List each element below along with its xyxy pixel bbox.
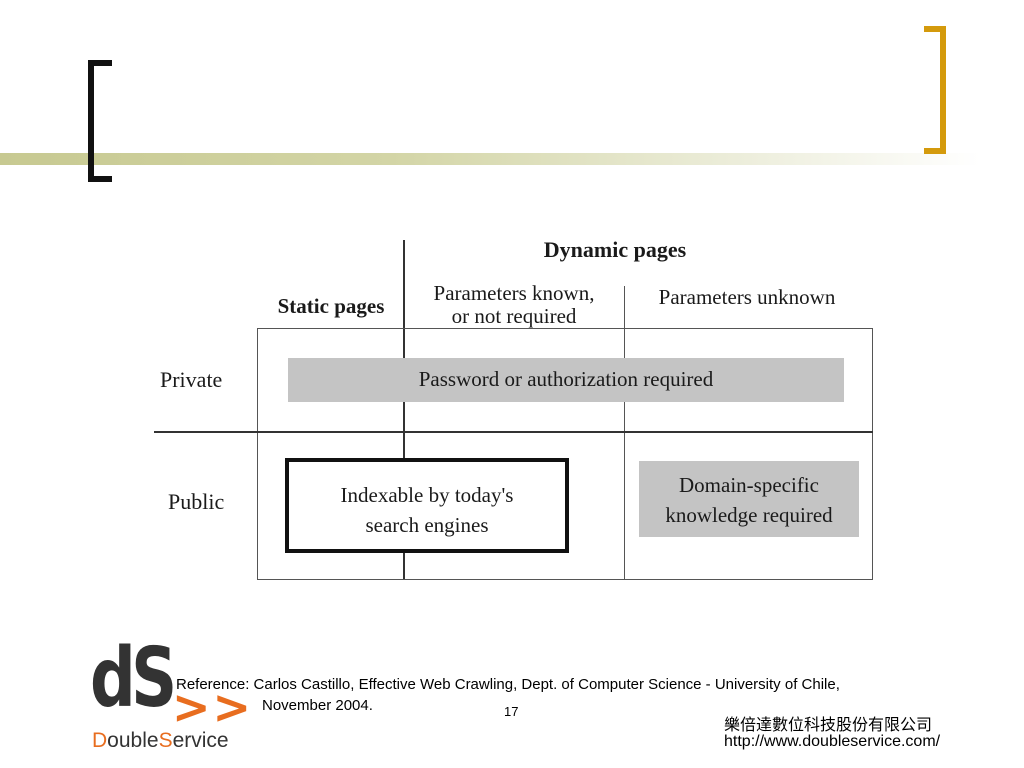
title-band — [0, 153, 980, 165]
domain-knowledge-text: Domain-specific knowledge required — [639, 470, 859, 530]
company-url[interactable]: http://www.doubleservice.com/ — [724, 733, 941, 750]
horizontal-line-top — [257, 328, 873, 329]
indexable-text: Indexable by today's search engines — [290, 480, 564, 540]
indexable-line2: search engines — [365, 513, 489, 537]
logo-name-initial-d: D — [92, 729, 108, 752]
logo-name-ervice: ervice — [172, 729, 229, 752]
params-known-line2: or not required — [451, 304, 577, 329]
params-known-header: Parameters known, or not required — [412, 281, 616, 329]
domain-knowledge-box — [639, 461, 859, 537]
page-number: 17 — [504, 704, 519, 719]
indexable-line1: Indexable by today's — [340, 483, 514, 507]
vertical-divider-dynamic — [624, 286, 625, 580]
logo-name-initial-s: S — [158, 729, 173, 752]
horizontal-line-bottom — [257, 579, 873, 580]
logo-arrows-icon: >> — [172, 680, 254, 734]
left-bracket-decoration — [88, 60, 112, 182]
vertical-divider-main — [403, 240, 405, 580]
right-bracket-decoration — [924, 26, 946, 154]
company-name: 樂倍達數位科技股份有限公司 — [724, 715, 933, 734]
reference-line2: November 2004. — [262, 697, 373, 714]
domain-line2: knowledge required — [665, 503, 833, 527]
private-row-label: Private — [160, 367, 223, 392]
dynamic-pages-header: Dynamic pages — [543, 237, 687, 262]
logo-name-ouble: ouble — [107, 729, 159, 752]
vertical-divider-left-edge — [257, 328, 258, 580]
indexable-box — [285, 458, 569, 553]
vertical-divider-right-edge — [872, 328, 873, 580]
static-pages-header: Static pages — [277, 294, 385, 318]
doubleservice-logo-mark: dS — [90, 631, 177, 726]
horizontal-line-middle — [154, 431, 873, 433]
params-known-line1: Parameters known, — [433, 281, 595, 305]
domain-line1: Domain-specific — [679, 473, 819, 497]
reference-citation: Reference: Carlos Castillo, Effective We… — [176, 674, 956, 716]
web-pages-diagram: Dynamic pages Static pages Parameters kn… — [154, 237, 873, 580]
reference-line1: Reference: Carlos Castillo, Effective We… — [176, 676, 840, 693]
public-row-label: Public — [168, 489, 225, 514]
password-required-box — [288, 358, 844, 402]
params-unknown-header: Parameters unknown — [658, 285, 836, 309]
doubleservice-logo-text: DoubleService — [92, 730, 229, 751]
password-required-text: Password or authorization required — [418, 367, 714, 391]
